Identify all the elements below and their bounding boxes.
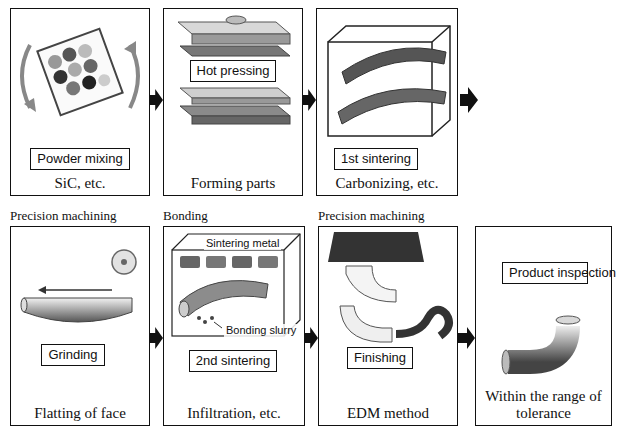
grinding-illustration-part bbox=[121, 259, 127, 265]
press-illustration-part bbox=[180, 106, 290, 116]
mixing-illustration-part-part bbox=[37, 29, 122, 115]
mixing-illustration-part-part bbox=[60, 46, 78, 64]
mixing-illustration-part-part bbox=[82, 57, 100, 75]
infiltration-illustration-part bbox=[179, 301, 189, 317]
infiltration-illustration-part bbox=[197, 316, 201, 320]
mixing-illustration-part-part bbox=[52, 68, 70, 86]
process-box: Carbonizing, etc. 1st sintering bbox=[316, 8, 458, 196]
mixing-illustration-part bbox=[22, 45, 30, 108]
step-label-box: 2nd sintering bbox=[189, 350, 277, 372]
press-illustration-part bbox=[180, 88, 290, 98]
press-illustration-part bbox=[192, 98, 290, 104]
grinding-illustration-part bbox=[21, 298, 27, 312]
grinding-illustration-part bbox=[112, 250, 136, 274]
infiltration-illustration-part bbox=[210, 316, 214, 320]
elbow-pipe-illustration-part bbox=[502, 350, 510, 374]
edm-illustration bbox=[328, 232, 449, 342]
mixing-illustration-part-part bbox=[76, 42, 94, 60]
flow-arrow bbox=[458, 327, 475, 349]
step-label: Hot pressing bbox=[197, 63, 270, 79]
furnace-illustration-part bbox=[432, 26, 450, 42]
step-caption: Carbonizing, etc. bbox=[317, 175, 457, 192]
elbow-pipe-illustration-part bbox=[508, 326, 568, 362]
step-label: Powder mixing bbox=[37, 151, 122, 167]
mixing-illustration-part bbox=[24, 98, 36, 112]
flow-arrow bbox=[150, 327, 163, 349]
mixing-illustration-part-part bbox=[64, 79, 82, 97]
flow-arrow bbox=[150, 89, 163, 111]
mixing-illustration-part bbox=[124, 41, 136, 55]
mixing-illustration bbox=[22, 29, 138, 115]
mixing-illustration-part-part bbox=[80, 74, 98, 92]
edm-illustration-part bbox=[396, 310, 449, 336]
step-caption: Infiltration, etc. bbox=[164, 405, 304, 422]
edm-illustration-part bbox=[346, 266, 396, 302]
grinding-illustration-part bbox=[38, 286, 46, 294]
flow-arrow bbox=[305, 327, 318, 349]
stage-heading: Precision machining bbox=[10, 208, 148, 224]
mixing-illustration-part-part bbox=[46, 53, 64, 71]
furnace-illustration-part bbox=[328, 26, 450, 136]
process-box: Precision machiningFlatting of faceGrind… bbox=[10, 226, 150, 426]
step-label: Grinding bbox=[48, 347, 97, 363]
infiltration-illustration-part bbox=[214, 322, 222, 328]
step-label: 1st sintering bbox=[341, 151, 411, 167]
infiltration-illustration-part bbox=[180, 256, 200, 268]
furnace-illustration bbox=[328, 26, 450, 136]
process-box: Within the range of tolerance Product ins… bbox=[475, 226, 612, 426]
step-caption: EDM method bbox=[319, 405, 457, 422]
stage-heading: Bonding bbox=[163, 208, 303, 224]
infiltration-illustration-part bbox=[180, 281, 268, 316]
step-caption: Flatting of face bbox=[11, 405, 149, 422]
infiltration-illustration-part bbox=[203, 320, 207, 324]
mixing-illustration-part-part bbox=[66, 61, 84, 79]
infiltration-illustration-part bbox=[172, 234, 300, 336]
part-label: Sintering metal bbox=[204, 237, 281, 250]
process-box: SiC, etc. Powder mixing bbox=[10, 8, 150, 196]
step-label-box: Hot pressing bbox=[190, 60, 277, 82]
infiltration-illustration-part bbox=[284, 234, 300, 250]
mixing-illustration-part bbox=[130, 45, 138, 108]
step-label: 2nd sintering bbox=[196, 353, 270, 369]
process-box: Precision machiningEDM methodFinishing bbox=[318, 226, 458, 426]
step-caption: Forming parts bbox=[164, 175, 302, 192]
furnace-illustration-part bbox=[338, 89, 446, 124]
step-label-box: Product inspection bbox=[502, 262, 588, 284]
elbow-pipe-illustration-part bbox=[556, 316, 580, 324]
process-box: Forming parts Hot pressing bbox=[163, 8, 303, 196]
elbow-pipe-illustration bbox=[502, 316, 580, 374]
edm-illustration-part bbox=[328, 232, 424, 262]
step-label-box: Powder mixing bbox=[30, 148, 129, 170]
infiltration-illustration-part bbox=[258, 256, 278, 268]
furnace-illustration-part bbox=[342, 48, 446, 84]
infiltration-illustration-part bbox=[206, 256, 226, 268]
press-illustration-part bbox=[180, 46, 290, 56]
step-label-box: 1st sintering bbox=[334, 148, 418, 170]
mixing-illustration-part bbox=[37, 29, 122, 115]
grinding-illustration-part bbox=[24, 298, 132, 322]
infiltration-illustration bbox=[172, 234, 300, 336]
step-caption: SiC, etc. bbox=[11, 175, 149, 192]
part-label: Bonding slurry bbox=[224, 324, 298, 337]
press-illustration-part bbox=[192, 116, 290, 124]
flow-arrow bbox=[303, 89, 316, 111]
press-illustration-part bbox=[192, 34, 290, 44]
step-caption: Within the range of tolerance bbox=[476, 388, 611, 422]
stage-heading: Precision machining bbox=[318, 208, 456, 224]
mixing-illustration-part-part bbox=[97, 73, 112, 88]
step-label-box: Finishing bbox=[347, 347, 413, 369]
press-illustration-part bbox=[226, 16, 246, 24]
step-label: Finishing bbox=[354, 350, 406, 366]
press-illustration bbox=[178, 16, 290, 124]
infiltration-illustration-part bbox=[232, 256, 252, 268]
step-label: Product inspection bbox=[509, 265, 581, 281]
step-label-box: Grinding bbox=[41, 344, 104, 366]
edm-illustration-part bbox=[340, 306, 392, 342]
grinding-illustration bbox=[21, 250, 136, 322]
grinding-illustration-part bbox=[44, 289, 112, 291]
continuation-arrow bbox=[460, 87, 478, 113]
